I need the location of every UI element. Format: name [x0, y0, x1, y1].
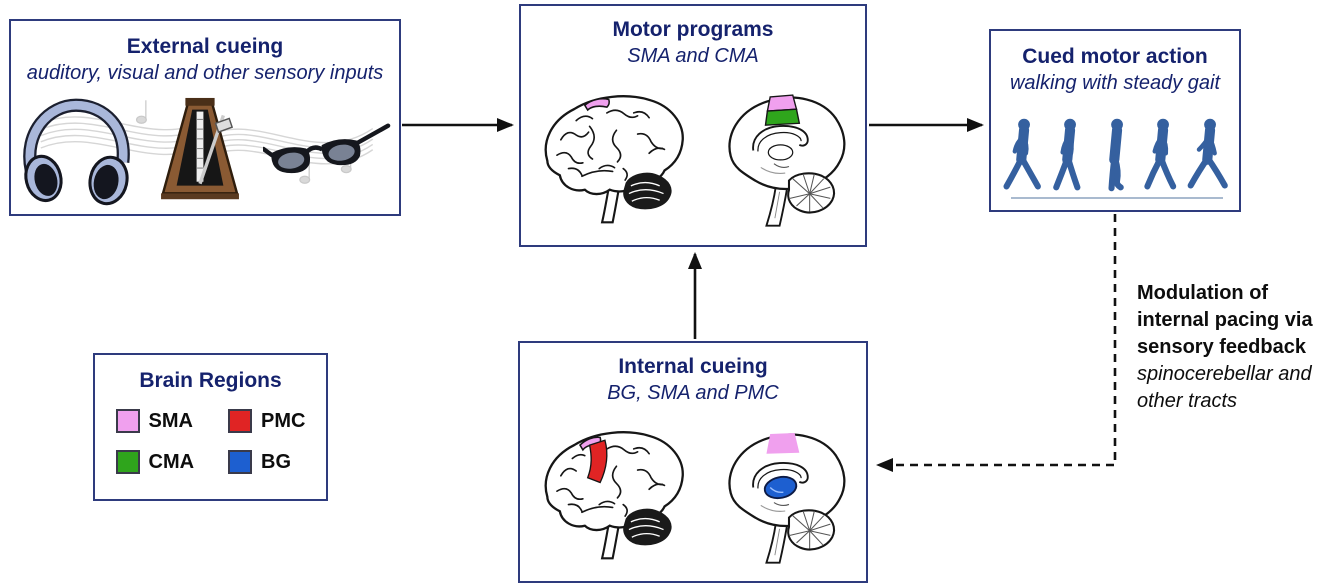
sma-label: SMA: [148, 409, 193, 432]
walking-figure-icon: [1003, 118, 1041, 190]
walking-figure-icon: [1187, 118, 1228, 189]
headphones-icon: [23, 98, 130, 205]
walking-figures-icon: [1001, 107, 1229, 198]
walking-figure-icon: [1053, 118, 1081, 191]
cma-label: CMA: [148, 450, 195, 473]
external-cueing-icons: [15, 95, 395, 208]
cued-motor-action-box: Cued motor action walking with steady ga…: [989, 29, 1241, 212]
external-cueing-art: [15, 95, 395, 208]
external-cueing-subtitle: auditory, visual and other sensory input…: [26, 62, 384, 85]
brain-lateral-icon: [544, 94, 684, 223]
cued-motor-action-title: Cued motor action: [1022, 45, 1208, 68]
legend-title: Brain Regions: [139, 369, 282, 392]
motor-programs-box: Motor programs SMA and CMA: [519, 4, 867, 247]
motor-programs-brains: [521, 76, 865, 241]
sunglasses-icon: [263, 123, 391, 173]
sma-region: [766, 94, 798, 112]
bg-region: [763, 475, 798, 499]
dashed-arrow-cued-to-internal: [876, 214, 1117, 472]
cma-region: [764, 108, 801, 126]
feedback-annotation-detail: spinocerebellar and other tracts: [1137, 363, 1312, 412]
external-cueing-box: External cueing auditory, visual and oth…: [9, 19, 401, 216]
brain-sagittal-icon: [728, 94, 846, 227]
motor-programs-title: Motor programs: [612, 18, 774, 41]
ground-line: [1011, 197, 1223, 199]
internal-cueing-title: Internal cueing: [618, 355, 768, 378]
brain-sagittal-icon: [728, 432, 846, 564]
legend-item-bg: BG: [228, 450, 305, 475]
brain-regions-legend: Brain Regions SMA PMC CMA BG: [93, 353, 328, 501]
sma-region: [766, 432, 800, 454]
internal-cueing-subtitle: BG, SMA and PMC: [607, 382, 779, 405]
internal-cueing-brains: [520, 413, 866, 577]
legend-item-cma: CMA: [115, 450, 195, 475]
walking-figure-icon: [1144, 118, 1177, 190]
pmc-swatch: [228, 409, 253, 434]
sma-swatch: [115, 409, 140, 434]
legend-item-pmc: PMC: [228, 409, 306, 434]
cued-motor-action-subtitle: walking with steady gait: [1009, 72, 1221, 95]
bg-label: BG: [261, 450, 292, 473]
walking-figure-icon: [1108, 118, 1124, 192]
legend-grid: SMA PMC CMA BG: [95, 409, 326, 475]
pmc-label: PMC: [261, 409, 306, 432]
motor-programs-subtitle: SMA and CMA: [627, 45, 759, 68]
feedback-annotation: Modulation of internal pacing via sensor…: [1137, 280, 1332, 415]
bg-swatch: [228, 450, 253, 475]
cma-swatch: [115, 450, 140, 475]
legend-item-sma: SMA: [115, 409, 195, 434]
sma-region: [583, 97, 610, 111]
internal-cueing-box: Internal cueing BG, SMA and PMC: [518, 341, 868, 583]
feedback-annotation-heading: Modulation of internal pacing via sensor…: [1137, 282, 1313, 358]
external-cueing-title: External cueing: [126, 35, 284, 58]
brain-lateral-icon: [544, 431, 684, 560]
metronome-icon: [161, 97, 239, 199]
